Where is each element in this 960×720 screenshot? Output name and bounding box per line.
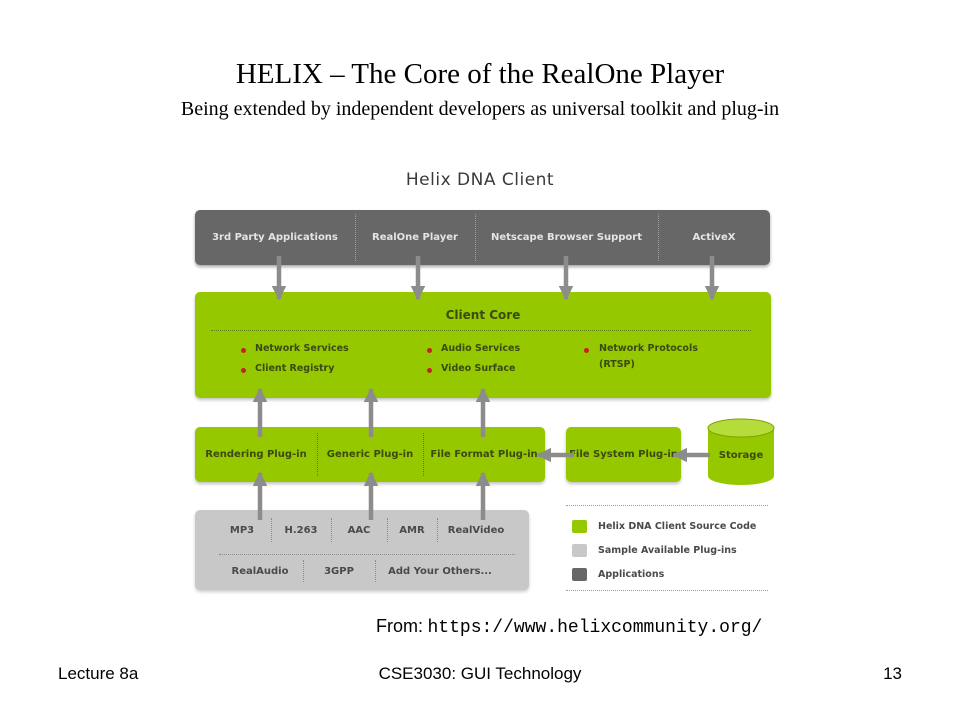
divider <box>331 518 332 542</box>
core-item-network-services: Network Services <box>255 343 349 354</box>
format-aac: AAC <box>347 524 371 536</box>
applications-layer: 3rd Party Applications RealOne Player Ne… <box>195 210 770 265</box>
format-realvideo: RealVideo <box>447 524 505 536</box>
divider <box>355 214 356 261</box>
format-h263: H.263 <box>284 524 318 536</box>
divider <box>271 518 272 542</box>
format-add-your-others: Add Your Others... <box>388 565 492 577</box>
divider <box>317 433 318 476</box>
source-url[interactable]: https://www.helixcommunity.org/ <box>427 618 763 638</box>
file-system-plugin-box: File System Plug-in <box>566 427 681 482</box>
divider <box>303 560 304 582</box>
storage-label: Storage <box>718 450 764 461</box>
app-activex: ActiveX <box>692 232 736 243</box>
source-label: From: <box>376 616 423 636</box>
generic-plugin: Generic Plug-in <box>326 449 414 460</box>
footer-page-number: 13 <box>883 664 902 683</box>
divider <box>658 214 659 261</box>
footer-course: CSE3030: GUI Technology <box>378 664 582 683</box>
format-realaudio: RealAudio <box>231 565 289 577</box>
format-amr: AMR <box>399 524 425 536</box>
bullet-dot-icon <box>427 348 432 353</box>
core-item-network-protocols: Network Protocols <box>599 343 698 354</box>
legend-item-applications: Applications <box>598 569 665 580</box>
legend-swatch-grey <box>572 544 587 557</box>
formats-layer: MP3 H.263 AAC AMR RealVideo RealAudio 3G… <box>195 510 529 590</box>
divider <box>475 214 476 261</box>
footer-lecture: Lecture 8a <box>58 664 139 683</box>
legend-bottom-rule <box>566 590 768 591</box>
rendering-plugin: Rendering Plug-in <box>205 449 307 460</box>
legend-swatch-dark <box>572 568 587 581</box>
core-item-rtsp: (RTSP) <box>599 359 635 370</box>
format-mp3: MP3 <box>229 524 255 536</box>
diagram-title: Helix DNA Client <box>405 170 555 190</box>
slide-subtitle: Being extended by independent developers… <box>180 98 780 120</box>
bullet-dot-icon <box>241 348 246 353</box>
divider <box>387 518 388 542</box>
legend-item-plugins: Sample Available Plug-ins <box>598 545 737 556</box>
bullet-dot-icon <box>584 348 589 353</box>
client-core-title: Client Core <box>445 308 521 322</box>
app-3rd-party: 3rd Party Applications <box>212 232 338 243</box>
divider <box>437 518 438 542</box>
legend-top-rule <box>566 505 768 506</box>
format-3gpp: 3GPP <box>324 565 354 577</box>
source-line: From: https://www.helixcommunity.org/ <box>376 616 762 638</box>
divider <box>219 554 515 555</box>
legend-item-source-code: Helix DNA Client Source Code <box>598 521 757 532</box>
divider <box>375 560 376 582</box>
core-item-video-surface: Video Surface <box>441 363 516 374</box>
bullet-dot-icon <box>241 368 246 373</box>
core-item-audio-services: Audio Services <box>441 343 521 354</box>
bullet-dot-icon <box>427 368 432 373</box>
slide-title: HELIX – The Core of the RealOne Player <box>235 58 725 90</box>
file-format-plugin: File Format Plug-in <box>430 449 538 460</box>
legend-swatch-green <box>572 520 587 533</box>
file-system-plugin: File System Plug-in <box>569 449 678 460</box>
core-item-client-registry: Client Registry <box>255 363 335 374</box>
storage-cylinder-icon <box>707 418 775 485</box>
client-core: Client Core Network Services Client Regi… <box>195 292 771 398</box>
divider <box>211 330 751 331</box>
app-realone-player: RealOne Player <box>372 232 458 243</box>
app-netscape-browser-support: Netscape Browser Support <box>490 232 642 243</box>
divider <box>423 433 424 476</box>
